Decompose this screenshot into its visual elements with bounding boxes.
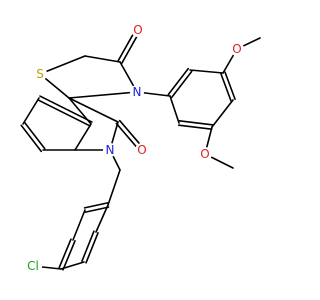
double-bond [58, 238, 72, 269]
double-bond [84, 206, 110, 213]
atom-labels: S O O O O N N Cl [24, 23, 244, 275]
single-bond [189, 69, 224, 74]
double-bond [224, 71, 236, 101]
molecule-structure-diagram: S O O O O N N Cl [20, 23, 261, 275]
single-bond [84, 55, 121, 63]
double-bond [170, 70, 193, 99]
double-bond [220, 72, 232, 102]
atom-label-n: N [133, 85, 142, 99]
single-bond [95, 204, 109, 233]
atom-label-o: O [200, 147, 209, 161]
atom-label-n: N [106, 143, 115, 157]
double-bond [167, 67, 190, 96]
double-bond [85, 232, 99, 264]
atom-label-background [131, 23, 145, 37]
atom-label-s: S [36, 67, 44, 81]
single-bond [107, 169, 121, 206]
double-bond [39, 95, 93, 123]
atom-label-background [135, 143, 149, 157]
atom-label-background [24, 257, 42, 275]
double-bond [23, 121, 46, 150]
atom-label-background [33, 67, 47, 81]
single-bond [22, 97, 40, 125]
atom-label-background [103, 143, 117, 157]
double-bond [20, 124, 43, 153]
single-bond [68, 97, 119, 123]
double-bond [81, 230, 95, 262]
double-bond [83, 202, 109, 209]
atom-label-background [230, 42, 244, 56]
double-bond [37, 99, 91, 127]
single-bond [68, 91, 138, 99]
single-bond [72, 209, 86, 241]
atom-label-cl: Cl [27, 259, 39, 273]
double-bond [177, 124, 213, 130]
atom-label-background [198, 147, 212, 161]
single-bond [60, 261, 85, 270]
single-bond [39, 55, 86, 75]
single-bond [211, 99, 234, 128]
double-bond [178, 120, 214, 126]
double-bond [62, 240, 76, 271]
atom-label-background [130, 85, 144, 99]
atom-label-o: O [232, 42, 241, 56]
single-bond [74, 123, 92, 151]
atom-label-o: O [137, 143, 146, 157]
single-bond [169, 95, 180, 124]
atom-label-o: O [133, 23, 142, 37]
